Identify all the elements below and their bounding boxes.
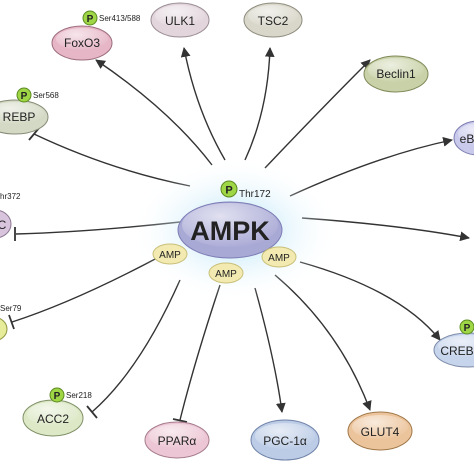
node-acc2-label: ACC2 bbox=[37, 412, 69, 426]
node-acc2-phospho-badge bbox=[49, 387, 65, 403]
node-beclin1[interactable]: Beclin1 bbox=[363, 55, 429, 93]
node-ulk1[interactable]: ULK1 bbox=[150, 2, 210, 38]
edge-acc2-bar bbox=[86, 405, 98, 419]
edge-pgc1a bbox=[254, 287, 286, 413]
node-pgc1a[interactable]: PGC-1α bbox=[250, 419, 320, 461]
target-nodes: FoxO3 P Ser413/588 ULK1 TSC2 Beclin1 REB… bbox=[0, 2, 474, 461]
node-foxo3-p: P bbox=[87, 14, 94, 25]
edge-acc2 bbox=[91, 279, 181, 413]
edge-beclin1 bbox=[264, 59, 371, 169]
node-pgc1a-label: PGC-1α bbox=[263, 434, 307, 448]
edge-foxo3 bbox=[95, 59, 213, 166]
node-srebp-phospho-badge bbox=[16, 87, 32, 103]
amp-2-label: AMP bbox=[215, 269, 237, 280]
ampk-phospho-site: Thr172 bbox=[239, 189, 271, 200]
node-acc2-p: P bbox=[54, 391, 61, 402]
node-eb[interactable]: eB bbox=[453, 120, 474, 156]
node-hmgcr[interactable]: C hr372 bbox=[0, 192, 21, 238]
node-glut4[interactable]: GLUT4 bbox=[347, 411, 413, 451]
node-srebp-p: P bbox=[21, 91, 28, 102]
edge-ulk1 bbox=[180, 47, 226, 161]
node-acc2[interactable]: ACC2 P Ser218 bbox=[22, 387, 92, 437]
node-srebp-label: REBP bbox=[3, 110, 36, 124]
ampk-phospho-p: P bbox=[225, 185, 232, 197]
amp-3-label: AMP bbox=[268, 253, 290, 264]
node-creb-p: P bbox=[464, 323, 471, 334]
amp-1: AMP bbox=[152, 243, 188, 265]
node-glut4-label: GLUT4 bbox=[361, 425, 400, 439]
edge-tsc2 bbox=[244, 47, 275, 161]
node-creb-label: CREB bbox=[440, 344, 473, 358]
amp-2: AMP bbox=[208, 262, 244, 284]
edge-ppara-bar bbox=[172, 418, 188, 423]
node-srebp[interactable]: REBP P Ser568 bbox=[0, 87, 59, 135]
ampk-phospho-badge bbox=[220, 180, 238, 198]
edge-ppara bbox=[179, 284, 221, 421]
node-tsc2[interactable]: TSC2 bbox=[243, 2, 303, 38]
amp-1-label: AMP bbox=[159, 250, 181, 261]
edge-creb bbox=[299, 261, 441, 341]
edge-glut4 bbox=[274, 274, 372, 411]
node-foxo3-phospho-badge bbox=[82, 10, 98, 26]
node-hmgcr-site: hr372 bbox=[0, 192, 21, 201]
ampk-highlight bbox=[182, 203, 278, 247]
node-ppara[interactable]: PPARα bbox=[144, 421, 210, 459]
node-beclin1-label: Beclin1 bbox=[376, 67, 416, 81]
ampk-label: AMPK bbox=[190, 216, 270, 246]
node-eb-label: eB bbox=[460, 132, 474, 146]
node-acc1-site: Ser79 bbox=[0, 304, 22, 313]
node-creb-phospho-badge bbox=[459, 319, 474, 335]
node-foxo3-label: FoxO3 bbox=[64, 36, 100, 50]
node-ulk1-label: ULK1 bbox=[165, 14, 195, 28]
node-foxo3-site: Ser413/588 bbox=[99, 14, 141, 23]
amp-3: AMP bbox=[261, 246, 297, 268]
node-srebp-site: Ser568 bbox=[33, 91, 59, 100]
node-acc1[interactable]: Ser79 bbox=[0, 304, 22, 341]
edge-acc1-bar bbox=[8, 314, 15, 330]
node-creb[interactable]: CREB P bbox=[433, 319, 474, 368]
node-tsc2-label: TSC2 bbox=[258, 14, 289, 28]
node-acc2-site: Ser218 bbox=[66, 391, 92, 400]
node-hmgcr-label: C bbox=[0, 218, 7, 232]
node-ppara-label: PPARα bbox=[158, 434, 197, 448]
node-foxo3[interactable]: FoxO3 P Ser413/588 bbox=[51, 10, 141, 61]
